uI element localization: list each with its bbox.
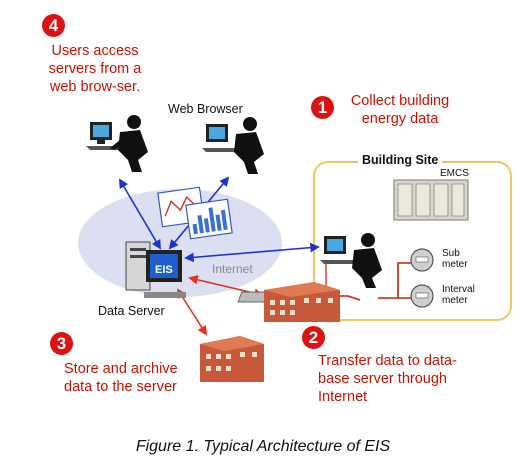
web-browser-label: Web Browser — [168, 102, 243, 116]
internet-label: Internet — [212, 262, 253, 276]
site-user-icon — [320, 233, 382, 288]
arrow-server-site — [184, 242, 320, 263]
step-2-text: Transfer data to data-base server throug… — [318, 353, 457, 405]
sub-meter-icon — [410, 248, 434, 272]
data-server-icon — [125, 241, 186, 298]
building-icon-bottom — [200, 336, 264, 382]
interval-meter-icon — [410, 284, 434, 308]
step-1-badge: 1 — [311, 96, 334, 119]
step-2-badge: 2 — [302, 326, 325, 349]
eis-label: EIS — [155, 264, 173, 276]
building-icon-right — [264, 282, 340, 322]
step-4-badge: 4 — [42, 14, 65, 37]
emcs-cabinets-icon — [393, 179, 469, 221]
sub-meter-label: Sub meter — [442, 248, 468, 270]
step-3-badge: 3 — [50, 332, 73, 355]
arrow-user-server — [119, 178, 161, 250]
step-4-text: Users access servers from a web brow-ser… — [48, 43, 142, 95]
step-3-text: Store and archive data to the server — [64, 361, 178, 395]
user-workstation-icon — [86, 115, 148, 172]
chart-images-icon — [157, 186, 233, 240]
data-server-label: Data Server — [98, 304, 165, 318]
interval-meter-label: Interval meter — [442, 284, 475, 306]
emcs-label: EMCS — [440, 168, 469, 179]
web-browser-user-icon — [202, 117, 264, 174]
figure-caption: Figure 1. Typical Architecture of EIS — [135, 438, 391, 455]
step-1-text: Collect building energy data — [350, 93, 450, 127]
building-site-label: Building Site — [358, 153, 443, 167]
